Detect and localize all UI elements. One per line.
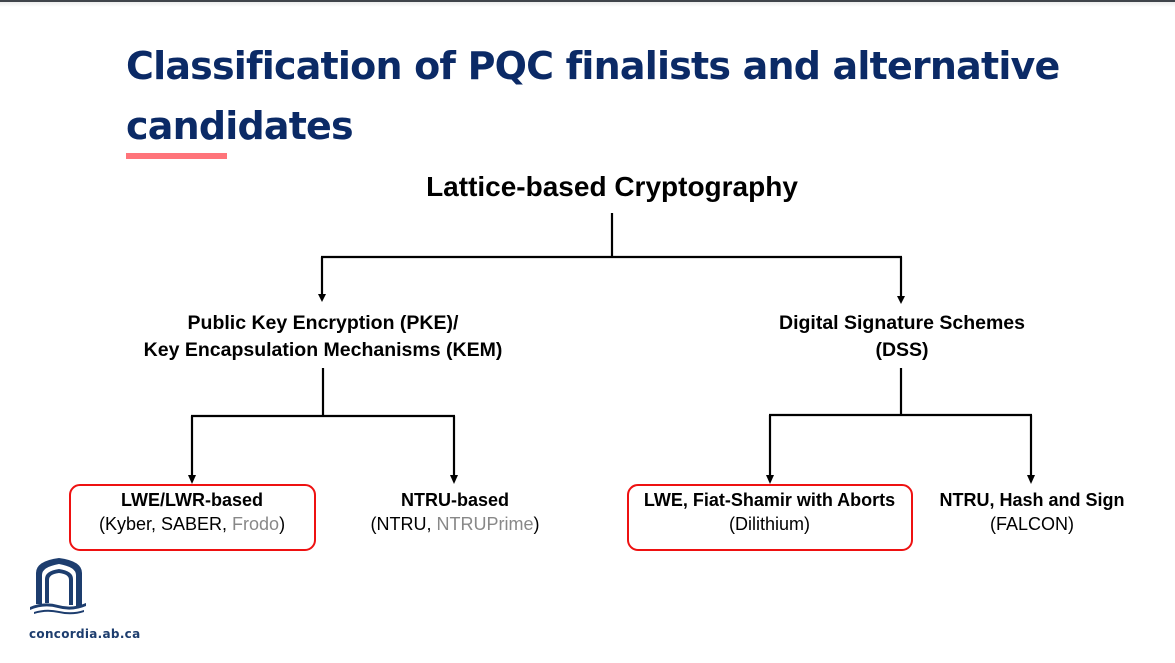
- branch-node-dss: Digital Signature Schemes (DSS): [662, 310, 1142, 364]
- paren-open: (: [98, 514, 105, 534]
- arrow-head-icon: [450, 475, 458, 484]
- branch-label-line1: Digital Signature Schemes: [779, 312, 1025, 334]
- scheme-ntruprime-alternate: NTRUPrime: [436, 514, 534, 534]
- separator: ,: [426, 514, 437, 534]
- concordia-arch-logo-icon: [30, 558, 86, 615]
- separator: ,: [150, 514, 161, 534]
- highlight-box-lwe-fsa: [627, 484, 913, 551]
- separator: ,: [222, 514, 233, 534]
- leaf-node-ntru-based: NTRU-based (NTRU, NTRUPrime): [330, 488, 580, 536]
- leaf-schemes: (NTRU, NTRUPrime): [330, 512, 580, 536]
- leaf-title: LWE, Fiat-Shamir with Aborts: [643, 490, 896, 510]
- scheme-ntru: NTRU: [376, 514, 427, 534]
- branch-node-pke-kem: Public Key Encryption (PKE)/ Key Encapsu…: [73, 310, 573, 364]
- highlight-box-lwe-lwr: [69, 484, 316, 551]
- arrow-head-icon: [318, 294, 326, 302]
- branch-label-line2: (DSS): [875, 339, 929, 361]
- leaf-node-lwe-lwr: LWE/LWR-based (Kyber, SABER, Frodo): [69, 488, 315, 536]
- title-accent-underline: [126, 153, 227, 159]
- arrow-head-icon: [897, 296, 905, 304]
- paren-close: ): [279, 514, 286, 534]
- university-website: concordia.ab.ca: [29, 627, 141, 641]
- arrow-head-icon: [188, 475, 196, 484]
- branch-label-line1: Public Key Encryption (PKE)/: [187, 312, 459, 334]
- top-window-border: [0, 0, 1175, 2]
- leaf-title: LWE/LWR-based: [120, 490, 263, 510]
- scheme-saber: SABER: [160, 514, 223, 534]
- branch-label-line2: Key Encapsulation Mechanisms (KEM): [143, 339, 503, 361]
- leaf-node-ntru-hash-sign: NTRU, Hash and Sign (FALCON): [916, 488, 1148, 536]
- scheme-kyber: Kyber: [104, 514, 151, 534]
- slide-title: Classification of PQC finalists and alte…: [126, 44, 1060, 148]
- leaf-schemes: (Dilithium): [729, 514, 810, 534]
- paren-open: (: [370, 514, 377, 534]
- leaf-node-lwe-fiat-shamir: LWE, Fiat-Shamir with Aborts (Dilithium): [627, 488, 912, 536]
- top-shadow: [0, 2, 1175, 7]
- leaf-schemes: (Kyber, SABER, Frodo): [69, 512, 315, 536]
- leaf-schemes: (FALCON): [989, 514, 1074, 534]
- scheme-frodo-alternate: Frodo: [232, 514, 280, 534]
- arrow-head-icon: [766, 475, 774, 484]
- paren-close: ): [533, 514, 540, 534]
- leaf-title: NTRU, Hash and Sign: [939, 490, 1125, 510]
- arrow-head-icon: [1027, 475, 1035, 484]
- leaf-title: NTRU-based: [400, 490, 509, 510]
- root-node-lattice-crypto: Lattice-based Cryptography: [426, 171, 798, 202]
